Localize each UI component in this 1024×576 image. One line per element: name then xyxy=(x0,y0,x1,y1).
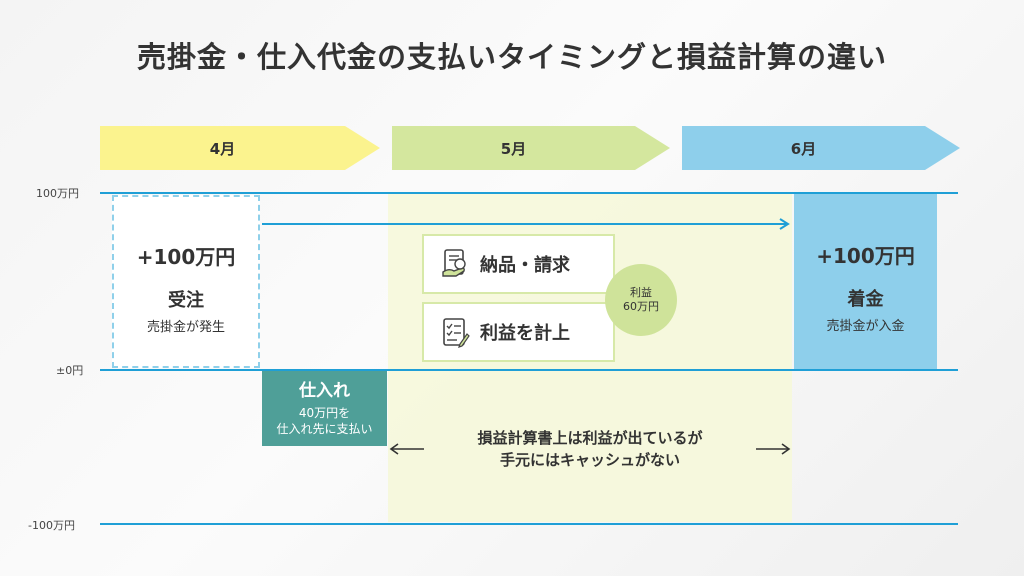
cash-gap-note-line2: 手元にはキャッシュがない xyxy=(499,451,680,469)
page-title: 売掛金・仕入代金の支払いタイミングと損益計算の違い xyxy=(136,40,887,74)
payment-amount: +100万円 xyxy=(816,244,915,268)
order-subtext: 売掛金が発生 xyxy=(146,320,225,335)
axis-label-top: 100万円 xyxy=(36,187,79,200)
purchase-box: 仕入れ 40万円を 仕入れ先に支払い xyxy=(262,371,387,446)
month-arrow-may xyxy=(392,126,670,170)
cash-gap-note-line1: 損益計算書上は利益が出ているが xyxy=(477,429,703,447)
card-delivery-invoice-label: 納品・請求 xyxy=(480,255,570,276)
invoice-icon xyxy=(442,249,466,277)
checklist-icon xyxy=(443,318,470,348)
line-100man xyxy=(100,192,958,194)
line-zero xyxy=(100,369,958,371)
month-label-may: 5月 xyxy=(500,140,527,158)
purchase-subtext-1: 40万円を xyxy=(298,406,351,420)
card-delivery-invoice: 納品・請求 xyxy=(422,234,615,294)
payment-title: 着金 xyxy=(847,289,884,310)
purchase-title: 仕入れ xyxy=(299,381,350,401)
axis-label-bottom: -100万円 xyxy=(28,519,75,532)
card-record-profit: 利益を計上 xyxy=(422,302,615,362)
cash-gap-note: 損益計算書上は利益が出ているが 手元にはキャッシュがない xyxy=(430,427,750,471)
axis-label-zero: ±0円 xyxy=(56,364,84,377)
month-arrow-june xyxy=(682,126,960,170)
profit-bubble: 利益 60万円 xyxy=(605,264,677,336)
order-amount: +100万円 xyxy=(136,245,236,269)
purchase-subtext-2: 仕入れ先に支払い xyxy=(276,422,373,436)
card-record-profit-label: 利益を計上 xyxy=(480,323,570,344)
order-title: 受注 xyxy=(168,290,204,311)
profit-bubble-line2: 60万円 xyxy=(623,300,659,313)
line-minus100man xyxy=(100,523,958,525)
month-label-june: 6月 xyxy=(790,140,817,158)
payment-box: +100万円 着金 売掛金が入金 xyxy=(794,194,937,369)
month-arrow-april xyxy=(100,126,380,170)
payment-subtext: 売掛金が入金 xyxy=(826,319,905,334)
profit-bubble-line1: 利益 xyxy=(630,286,652,299)
month-label-april: 4月 xyxy=(209,140,236,158)
order-box: +100万円 受注 売掛金が発生 xyxy=(112,195,260,368)
